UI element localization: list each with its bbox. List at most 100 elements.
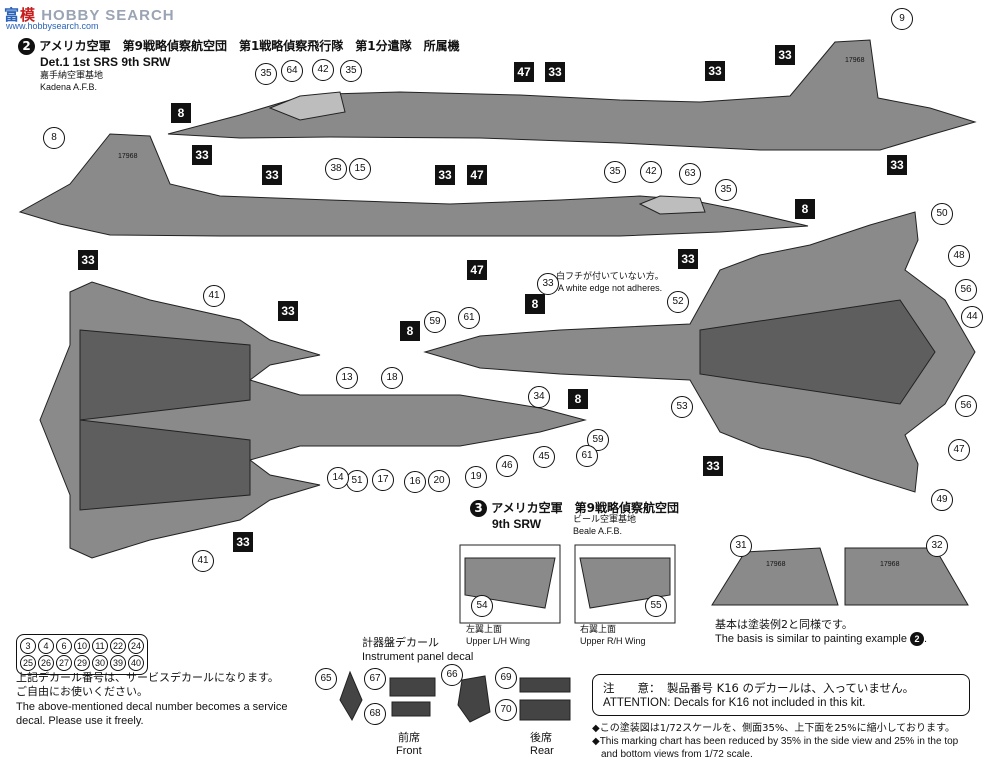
- callout-32: 32: [926, 535, 948, 557]
- callout-59a: 59: [424, 311, 446, 333]
- instrument-title-jp: 計器盤デカール: [362, 636, 439, 649]
- scheme2-header: 2 アメリカ空軍 第9戦略偵察航空団 第1戦略偵察飛行隊 第1分遣隊 所属機 D…: [18, 38, 460, 93]
- callout-9: 9: [891, 8, 913, 30]
- basis-note-jp: 基本は塗装例2と同様です。: [715, 618, 853, 631]
- service-note-jp2: ご自由にお使いください。: [16, 685, 148, 698]
- callout-38: 38: [325, 158, 347, 180]
- scale-note-en1: ◆This marking chart has been reduced by …: [592, 736, 959, 747]
- box-33d: 33: [192, 145, 212, 165]
- callout-35b: 35: [340, 60, 362, 82]
- service-decal-24: 24: [128, 638, 144, 654]
- tail-serial-side1: 17968: [845, 57, 865, 64]
- scheme2-number: 2: [18, 38, 35, 55]
- service-decal-22: 22: [110, 638, 126, 654]
- service-note-en1: The above-mentioned decal number becomes…: [16, 701, 288, 713]
- instrument-panel-rear-2: [519, 677, 571, 693]
- callout-54: 54: [471, 595, 493, 617]
- callout-50: 50: [931, 203, 953, 225]
- callout-44: 44: [961, 306, 983, 328]
- service-decal-26: 26: [38, 655, 54, 671]
- attention-en-text: ATTENTION: Decals for K16 not included i…: [603, 697, 866, 709]
- callout-35a: 35: [255, 63, 277, 85]
- service-decal-39: 39: [110, 655, 126, 671]
- callout-66: 66: [441, 664, 463, 686]
- instrument-front-jp: 前席: [398, 731, 420, 744]
- watermark-url: www.hobbysearch.com: [6, 21, 99, 31]
- instrument-panel-rear-1: [457, 675, 491, 723]
- service-note-en2: decal. Please use it freely.: [16, 715, 144, 727]
- callout-61b: 61: [576, 445, 598, 467]
- box-8c: 8: [525, 294, 545, 314]
- callout-41a: 41: [203, 285, 225, 307]
- scheme3-number: 3: [470, 500, 487, 517]
- service-decal-3: 3: [20, 638, 36, 654]
- callout-64: 64: [281, 60, 303, 82]
- tail-panel-right: [844, 547, 969, 606]
- callout-56a: 56: [955, 279, 977, 301]
- box-8b: 8: [795, 199, 815, 219]
- white-edge-note-jp: 白フチが付いていない方。: [556, 272, 664, 282]
- basis-note-en: The basis is similar to painting example…: [715, 632, 928, 646]
- box-33g: 33: [435, 165, 455, 185]
- watermark-logo: 富模 HOBBY SEARCH: [4, 6, 175, 24]
- callout-49: 49: [931, 489, 953, 511]
- callout-56b: 56: [955, 395, 977, 417]
- callout-42a: 42: [312, 59, 334, 81]
- cockpit-canopy-upper: [268, 91, 346, 121]
- box-33b: 33: [705, 61, 725, 81]
- box-47a: 47: [514, 62, 534, 82]
- callout-17: 17: [372, 469, 394, 491]
- service-decal-40: 40: [128, 655, 144, 671]
- callout-19: 19: [465, 466, 487, 488]
- callout-8a: 8: [43, 127, 65, 149]
- callout-46: 46: [496, 455, 518, 477]
- box-33e: 33: [887, 155, 907, 175]
- callout-15: 15: [349, 158, 371, 180]
- attention-jp-text: 製品番号 K16 のデカールは、入っていません。: [667, 681, 915, 695]
- scheme3-header: 3 アメリカ空軍 第9戦略偵察航空団 9th SRW: [470, 500, 679, 531]
- callout-52: 52: [667, 291, 689, 313]
- callout-53: 53: [671, 396, 693, 418]
- scale-note-en2: and bottom views from 1/72 scale.: [601, 749, 753, 760]
- service-decal-6: 6: [56, 638, 72, 654]
- service-decal-10: 10: [74, 638, 90, 654]
- box-33l: 33: [233, 532, 253, 552]
- box-33i: 33: [678, 249, 698, 269]
- callout-69: 69: [495, 667, 517, 689]
- callout-13: 13: [336, 367, 358, 389]
- service-decal-29: 29: [74, 655, 90, 671]
- lh-wing-frame: [459, 544, 561, 624]
- instrument-rear-jp: 後席: [530, 731, 552, 744]
- service-decal-11: 11: [92, 638, 108, 654]
- upper-rh-wing-jp: 右翼上面: [580, 625, 617, 635]
- callout-45: 45: [533, 446, 555, 468]
- box-47c: 47: [467, 260, 487, 280]
- upper-rh-wing-en: Upper R/H Wing: [580, 636, 646, 646]
- callout-55: 55: [645, 595, 667, 617]
- service-decal-25: 25: [20, 655, 36, 671]
- instrument-rear-en: Rear: [530, 745, 554, 757]
- callout-18: 18: [381, 367, 403, 389]
- instrument-panel-rear-3: [519, 699, 571, 721]
- attention-box: 注 意： 製品番号 K16 のデカールは、入っていません。 ATTENTION:…: [592, 674, 970, 716]
- box-33k: 33: [703, 456, 723, 476]
- callout-35c: 35: [604, 161, 626, 183]
- service-note-jp1: 上記デカール番号は、サービスデカールになります。: [16, 671, 279, 684]
- instrument-panel-front-1: [339, 670, 363, 722]
- callout-68: 68: [364, 703, 386, 725]
- callout-61a: 61: [458, 307, 480, 329]
- box-33f: 33: [262, 165, 282, 185]
- box-33a: 33: [775, 45, 795, 65]
- cockpit-canopy-lower: [638, 195, 706, 215]
- top-view-wing-dark-lower: [79, 419, 251, 511]
- side-view-lower: [18, 133, 809, 237]
- box-47b: 47: [467, 165, 487, 185]
- callout-31: 31: [730, 535, 752, 557]
- upper-lh-wing-jp: 左翼上面: [466, 625, 503, 635]
- callout-70: 70: [495, 699, 517, 721]
- service-decal-4: 4: [38, 638, 54, 654]
- instrument-title-en: Instrument panel decal: [362, 651, 474, 663]
- service-decal-27: 27: [56, 655, 72, 671]
- scheme2-base-jp: 嘉手納空軍基地: [40, 71, 104, 81]
